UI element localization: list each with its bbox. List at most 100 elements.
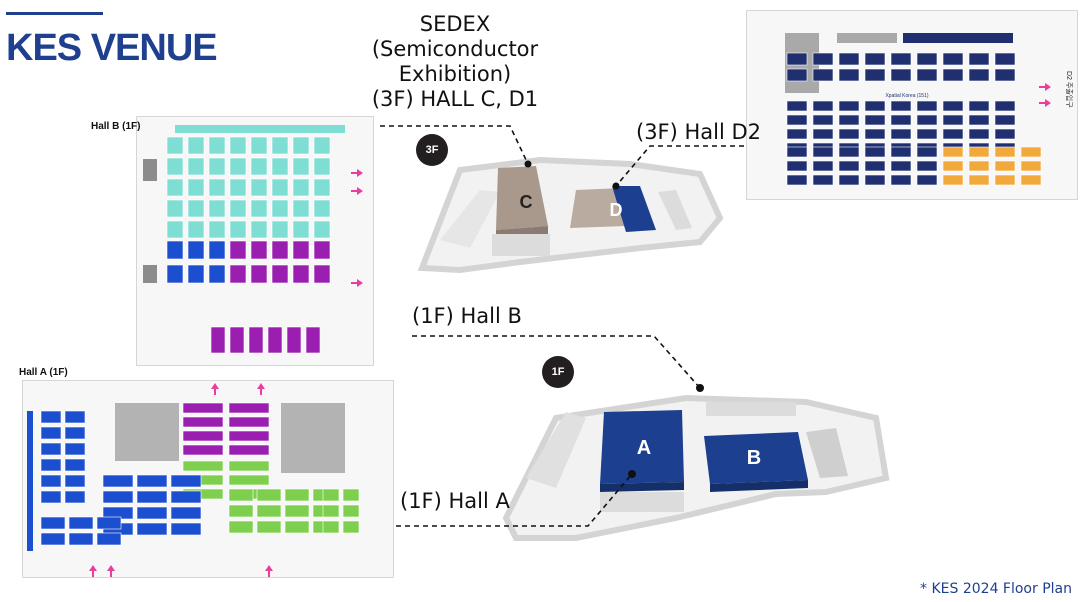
hall-b-callout: (1F) Hall B [412,304,522,328]
hall-d2-orange-booth [994,160,1016,172]
hall-b-teal-booth [166,136,184,155]
hall-d2-navy-booth [916,114,938,126]
hall-d2-navy-booth [838,114,860,126]
hall-b-teal-booth [271,220,289,239]
hall-b-teal-booth [187,178,205,197]
hall-d2-navy-booth [890,128,912,140]
hall-b-blue-booth [166,240,184,260]
hall-d2-navy-booth [890,146,912,158]
hall-b-teal-booth [313,220,331,239]
hall-a-green-booth [228,520,254,534]
hall-a-open-area [115,403,179,461]
hall-d2-navy-booth [994,114,1016,126]
hall-d2-navy-booth [916,100,938,112]
hall-b-purple-booth [229,264,247,284]
hall-d2-navy-booth [890,160,912,172]
hall-a-open-area [281,403,345,473]
hall-a-green-booth [322,504,340,518]
first-floor-isometric-map: A B [502,394,890,541]
entrance-arrow-icon [265,565,273,577]
hall-d2-navy-booth [942,100,964,112]
hall-a-blue-booth [40,516,66,530]
entrance-arrow-icon [107,565,115,577]
hall-a-blue-booth [102,474,134,488]
hall-b-teal-booth [313,157,331,176]
hall-d2-navy-booth [838,100,860,112]
hall-b-purple-booth [313,240,331,260]
hall-b-service-room [143,265,157,283]
hall-d2-navy-booth [890,114,912,126]
hall-d2-navy-booth [838,128,860,140]
hall-b-teal-booth [313,136,331,155]
hall-a-blue-booth [40,458,62,472]
entrance-arrow-icon [89,565,97,577]
hall-a-green-booth [342,520,360,534]
first-floor-top-strip [706,402,796,416]
leader-hall-d2 [615,145,744,187]
hall-a-blue-booth [96,516,122,530]
page-title: KES VENUE [6,27,218,69]
hall-d2-orange-booth [1020,160,1042,172]
title-rule [6,12,103,15]
hall-a-blue-booth [64,410,86,424]
hall-d2-navy-booth [838,52,860,66]
first-floor-right-block [806,428,848,478]
hall-d2-orange-booth [994,174,1016,186]
third-floor-side-block [658,190,692,230]
hall-d2-floor-plan: Xpatial Korea (151) D2 주출입구 [746,10,1078,200]
d2-zone-label: Xpatial Korea (151) [885,93,928,99]
hall-d2-navy-booth [994,128,1016,140]
hall-a-callout: (1F) Hall A [400,489,510,513]
hall-d2-navy-booth [812,52,834,66]
hall-d2-navy-booth [890,52,912,66]
hall-b-lower-purple-booth [229,326,245,354]
hall-d2-navy-booth [812,128,834,140]
hall-b-teal-booth [187,199,205,218]
hall-d2-navy-booth [786,128,808,140]
entrance-arrow-icon [351,279,363,287]
hall-b-service-room [143,159,157,181]
hall-d2-navy-booth [786,160,808,172]
hall-d2-navy-booth [864,68,886,82]
entrance-arrow-icon [1039,83,1051,91]
hall-b-teal-booth [166,220,184,239]
leader-hall-a [396,473,633,527]
hall-b-blue-booth [187,240,205,260]
hall-d2-navy-booth [942,68,964,82]
hall-b-teal-booth [187,136,205,155]
hall-a-blue-booth [136,474,168,488]
hall-d2-navy-booth [786,146,808,158]
hall-b-purple-booth [313,264,331,284]
hall-d2-navy-booth [864,174,886,186]
hall-a-green-booth [256,488,282,502]
hall-a-blue-booth [64,474,86,488]
hall-b-purple-booth [250,240,268,260]
third-floor-ramp [440,190,500,248]
hall-b-teal-booth [313,178,331,197]
hall-b-plan-label: Hall B (1F) [91,121,141,132]
entrance-arrow-icon [257,383,265,395]
hall-a-green-booth [228,460,270,472]
hall-d2-navy-booth [838,68,860,82]
hall-d2-orange-booth [968,174,990,186]
hall-a-green-booth [228,504,254,518]
hall-b-teal-booth [292,157,310,176]
sedex-line-2: (Semiconductor [371,37,539,61]
hall-d2-navy-booth [786,100,808,112]
hall-d2-navy-booth [864,100,886,112]
hall-a-blue-booth [40,410,62,424]
hall-b-blue-booth [166,264,184,284]
hall-d2-navy-booth [942,114,964,126]
leader-sedex-dot [524,160,532,168]
hall-b-teal-booth [250,220,268,239]
hall-a-blue-booth [40,426,62,440]
hall-d2-navy-booth [812,114,834,126]
hall-d2-navy-booth [786,114,808,126]
hall-b-teal-booth [292,199,310,218]
hall-d2-navy-booth [838,174,860,186]
d2-side-label: D2 주출입구 [1065,71,1074,108]
hall-c-shape [496,166,548,230]
hall-a-letter: A [637,437,651,459]
hall-a-green-booth [256,504,282,518]
hall-a-green-booth [228,488,254,502]
